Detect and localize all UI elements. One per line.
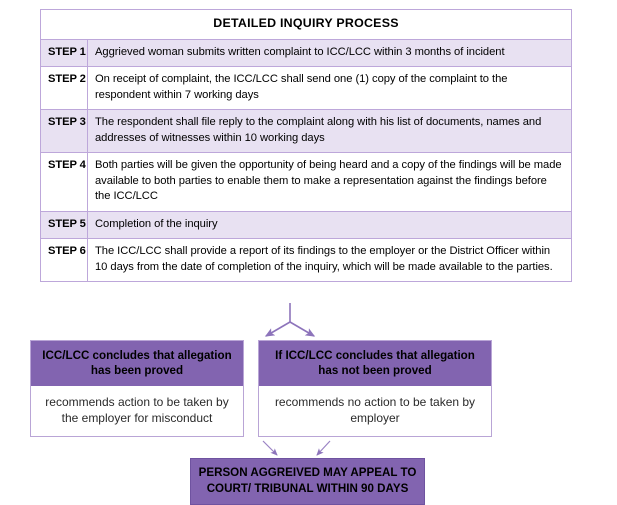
page-title: DETAILED INQUIRY PROCESS xyxy=(40,9,572,40)
table-row-step-2: STEP 2 On receipt of complaint, the ICC/… xyxy=(40,66,572,110)
step-label-2: STEP 2 xyxy=(40,66,88,110)
step-description-1: Aggrieved woman submits written complain… xyxy=(87,38,572,67)
outcome-right-heading: If ICC/LCC concludes that allegation has… xyxy=(259,341,491,386)
table-row-step-5: STEP 5 Completion of the inquiry xyxy=(40,210,572,239)
table-row-step-6: STEP 6 The ICC/LCC shall provide a repor… xyxy=(40,238,572,282)
step-label-6: STEP 6 xyxy=(40,238,88,282)
connector-arrow-left-to-appeal xyxy=(262,440,278,456)
step-label-5: STEP 5 xyxy=(40,210,88,239)
step-description-3: The respondent shall file reply to the c… xyxy=(87,109,572,153)
outcome-right-body: recommends no action to be taken by empl… xyxy=(259,386,491,436)
step-label-1: STEP 1 xyxy=(40,38,88,67)
outcome-left-body: recommends action to be taken by the emp… xyxy=(31,386,243,436)
outcome-left-heading: ICC/LCC concludes that allegation has be… xyxy=(31,341,243,386)
appeal-line-2: COURT/ TRIBUNAL WITHIN 90 DAYS xyxy=(206,482,409,495)
appeal-line-1: PERSON AGGREIVED MAY APPEAL TO xyxy=(198,466,417,479)
connector-arrow-right-to-appeal xyxy=(316,440,331,456)
table-row-step-3: STEP 3 The respondent shall file reply t… xyxy=(40,109,572,153)
step-label-3: STEP 3 xyxy=(40,109,88,153)
step-description-6: The ICC/LCC shall provide a report of it… xyxy=(87,238,572,282)
table-row-step-4: STEP 4 Both parties will be given the op… xyxy=(40,152,572,212)
outcome-box-allegation-not-proved: If ICC/LCC concludes that allegation has… xyxy=(258,340,492,437)
step-label-4: STEP 4 xyxy=(40,152,88,212)
outcome-box-allegation-proved: ICC/LCC concludes that allegation has be… xyxy=(30,340,244,437)
table-row-step-1: STEP 1 Aggrieved woman submits written c… xyxy=(40,38,572,67)
process-table-body: DETAILED INQUIRY PROCESS STEP 1 Aggrieve… xyxy=(40,9,572,282)
table-title-row: DETAILED INQUIRY PROCESS xyxy=(40,9,572,40)
step-description-2: On receipt of complaint, the ICC/LCC sha… xyxy=(87,66,572,110)
connector-arrow-to-right-outcome xyxy=(289,321,316,337)
detailed-inquiry-process-table: DETAILED INQUIRY PROCESS STEP 1 Aggrieve… xyxy=(40,9,572,282)
step-description-5: Completion of the inquiry xyxy=(87,210,572,239)
connector-arrow-to-left-outcome xyxy=(264,321,291,337)
appeal-box: PERSON AGGREIVED MAY APPEAL TO COURT/ TR… xyxy=(190,458,425,505)
step-description-4: Both parties will be given the opportuni… xyxy=(87,152,572,212)
